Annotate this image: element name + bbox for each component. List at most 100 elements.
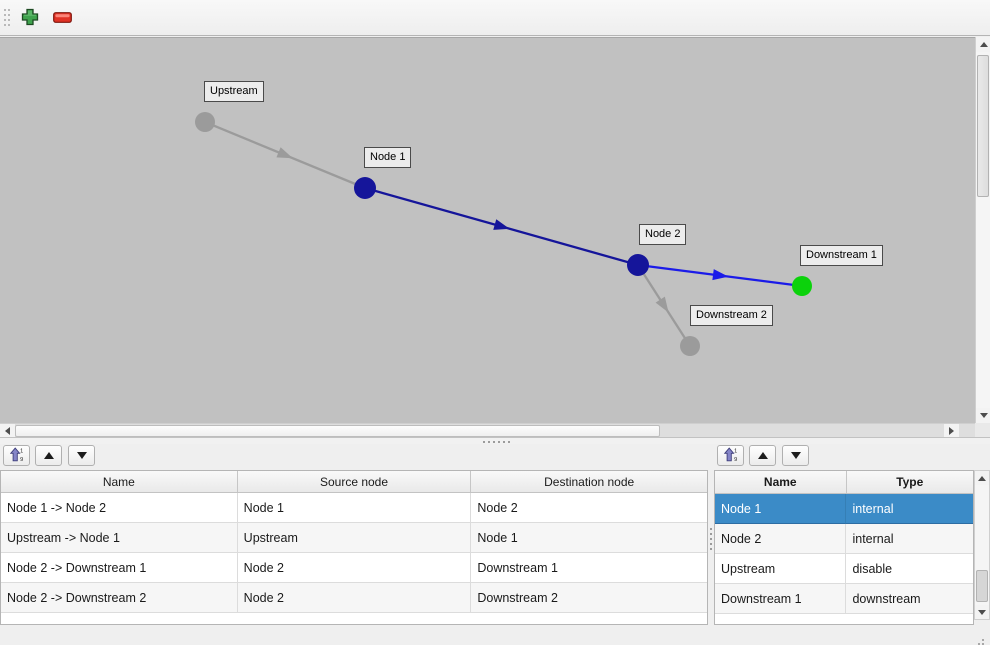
edge-arrow-icon [276,147,293,159]
sort-button[interactable]: 1 9 [717,445,744,466]
node-label[interactable]: Downstream 2 [690,305,773,326]
triangle-up-icon [979,42,988,47]
vertical-splitter[interactable] [708,444,714,625]
scrollbar-corner [975,423,990,437]
graph-node[interactable] [354,177,376,199]
node-label[interactable]: Downstream 1 [800,245,883,266]
table-cell: Node 2 [237,583,472,613]
move-down-button[interactable] [68,445,95,466]
svg-text:9: 9 [734,457,737,462]
edge-arrow-icon [712,269,729,281]
triangle-down-icon [978,609,986,615]
scroll-right-button[interactable] [944,424,959,437]
scroll-down-button[interactable] [975,605,989,619]
table-cell: disable [846,554,973,584]
splitter-grip-icon [483,441,485,443]
triangle-down-icon [979,413,988,418]
triangle-right-icon [949,426,954,435]
table-cell: downstream [846,584,973,614]
arrow-up-icon [757,452,768,459]
lower-panel: 1 9 Name Source node Destination node No… [0,444,990,625]
remove-node-button[interactable] [49,5,75,31]
graph-node[interactable] [627,254,649,276]
node-label[interactable]: Node 1 [364,147,412,168]
table-cell: internal [846,524,973,554]
column-header-source-node[interactable]: Source node [238,471,472,492]
sort-button[interactable]: 1 9 [3,445,30,466]
graph-vertical-scrollbar[interactable] [975,37,990,423]
move-up-button[interactable] [749,445,776,466]
column-header-name[interactable]: Name [715,471,847,493]
table-cell: Downstream 1 [471,553,707,583]
plus-icon [21,8,39,29]
table-cell: Upstream -> Node 1 [1,523,238,553]
svg-text:1: 1 [20,448,23,454]
table-cell: Node 2 [715,524,847,554]
edge-arrow-icon [493,219,510,230]
triangle-up-icon [978,475,986,481]
arrow-down-icon [76,452,87,459]
edges-table-header: Name Source node Destination node [1,471,707,493]
edges-table: Name Source node Destination node Node 1… [0,470,708,625]
table-cell: Upstream [237,523,472,553]
vertical-scrollbar-thumb[interactable] [977,55,989,197]
scroll-up-button[interactable] [975,471,989,485]
table-cell: Node 2 [471,493,707,523]
table-cell: Node 1 [237,493,472,523]
table-cell: Downstream 2 [471,583,707,613]
move-up-button[interactable] [35,445,62,466]
graph-node[interactable] [792,276,812,296]
column-header-destination-node[interactable]: Destination node [544,474,635,489]
column-header-type[interactable]: Type [896,475,924,489]
edges-pane: 1 9 Name Source node Destination node No… [0,444,708,625]
graph-horizontal-scrollbar[interactable] [0,423,975,437]
splitter-grip-icon [710,528,712,530]
horizontal-scrollbar-thumb[interactable] [15,425,660,437]
triangle-left-icon [5,426,10,435]
svg-text:1: 1 [734,448,737,454]
sort-ascending-icon: 1 9 [723,446,738,465]
column-header-name[interactable]: Name [1,471,238,492]
status-bar [0,627,990,645]
graph-svg [195,112,812,356]
horizontal-splitter[interactable] [0,437,990,444]
arrow-down-icon [790,452,801,459]
add-node-button[interactable] [17,5,43,31]
vertical-scrollbar-thumb[interactable] [976,570,988,602]
table-cell: Upstream [715,554,847,584]
node-label[interactable]: Upstream [204,81,264,102]
move-down-button[interactable] [782,445,809,466]
table-cell: Node 1 [715,494,847,524]
graph-node[interactable] [680,336,700,356]
graph-node[interactable] [195,112,215,132]
toolbar-grip-handle[interactable] [4,9,6,11]
scroll-up-button[interactable] [976,37,990,52]
table-cell: Downstream 1 [715,584,847,614]
node-label[interactable]: Node 2 [639,224,687,245]
table-cell: Node 2 -> Downstream 1 [1,553,238,583]
nodes-table-header: Name Type [715,471,973,494]
main-toolbar [0,0,990,36]
table-cell: internal [846,494,973,524]
minus-icon [52,11,72,26]
resize-grip-icon[interactable] [982,639,984,641]
nodes-table-scrollbar[interactable] [974,470,990,620]
table-cell: Node 1 -> Node 2 [1,493,238,523]
scroll-down-button[interactable] [976,408,990,423]
table-cell: Node 2 -> Downstream 2 [1,583,238,613]
scroll-left-button[interactable] [0,424,15,437]
